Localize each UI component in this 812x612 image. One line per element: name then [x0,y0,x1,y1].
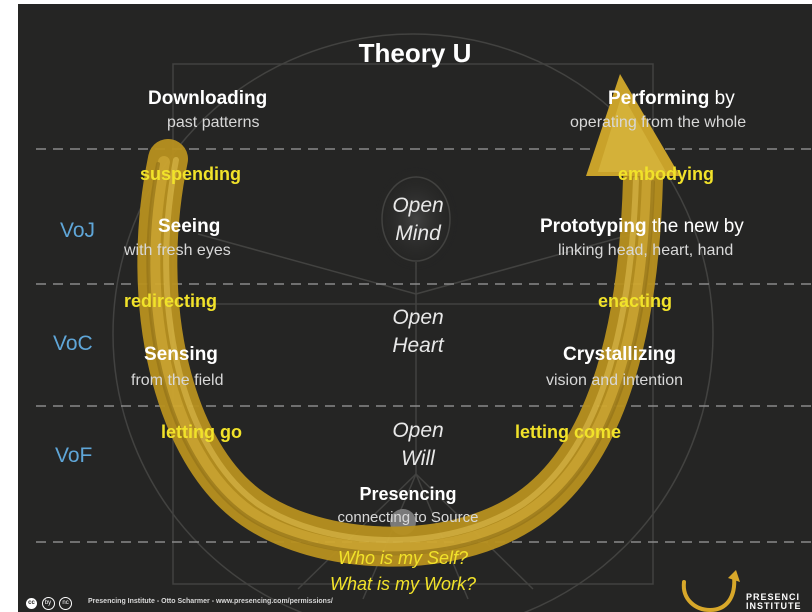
prototyping-title-bold: Prototyping [540,216,647,237]
credit-text[interactable]: Presencing Institute - Otto Scharmer - w… [88,598,333,605]
background-figure [112,33,714,612]
open-will-line2: Will [401,447,435,470]
open-mind-line1: Open [392,194,444,217]
theory-u-slide: Theory U Downloading past patterns suspe… [18,4,812,612]
level-dividers [36,148,812,543]
arrow-head [586,74,680,176]
performing-title-bold: Performing [608,88,710,109]
open-mind-line2: Mind [395,222,441,245]
redirecting-label: redirecting [124,291,218,311]
question-self: Who is my Self? [337,548,469,568]
enacting-label: enacting [598,291,673,311]
letting-go-label: letting go [161,422,242,442]
seeing-title: Seeing [158,216,221,237]
open-heart-line1: Open [392,306,444,329]
voice-of-fear: VoF [55,444,93,467]
voice-of-judgment: VoJ [60,219,96,242]
open-heart-line2: Heart [392,334,444,357]
crystallizing-title: Crystallizing [563,344,676,365]
downloading-subtitle: past patterns [167,114,260,131]
page-title: Theory U [358,38,472,68]
cc-icon: cc [26,598,37,609]
performing-title-suffix: by [709,88,735,109]
noncommercial-icon: nc [59,597,73,610]
presencing-subtitle: connecting to Source [337,509,479,526]
suspending-label: suspending [140,164,242,184]
sensing-subtitle: from the field [131,372,224,389]
presencing-u-logo-icon [681,570,740,612]
seeing-subtitle: with fresh eyes [124,242,231,259]
crystallizing-subtitle: vision and intention [546,372,683,389]
sensing-title: Sensing [144,344,218,365]
performing-subtitle: operating from the whole [570,114,747,131]
prototyping-title-suffix: the new by [646,216,744,237]
presencing-title: Presencing [359,484,457,504]
prototyping-title: Prototyping the new by [540,216,744,238]
license-icons[interactable]: cc by nc [26,596,73,610]
logo-text-line2: INSTITUTE [746,601,802,611]
open-will-line1: Open [392,419,444,442]
letting-come-label: letting come [515,422,622,442]
logo-text-line1: PRESENCI [746,592,801,602]
diagram-graphics [36,33,812,612]
downloading-title: Downloading [148,88,268,109]
question-work: What is my Work? [329,574,476,594]
voice-of-cynicism: VoC [53,332,93,355]
performing-title: Performing by [608,88,735,110]
attribution-icon: by [41,597,55,610]
u-arrow [137,139,663,567]
embodying-label: embodying [618,164,715,184]
prototyping-subtitle: linking head, heart, hand [558,242,734,259]
